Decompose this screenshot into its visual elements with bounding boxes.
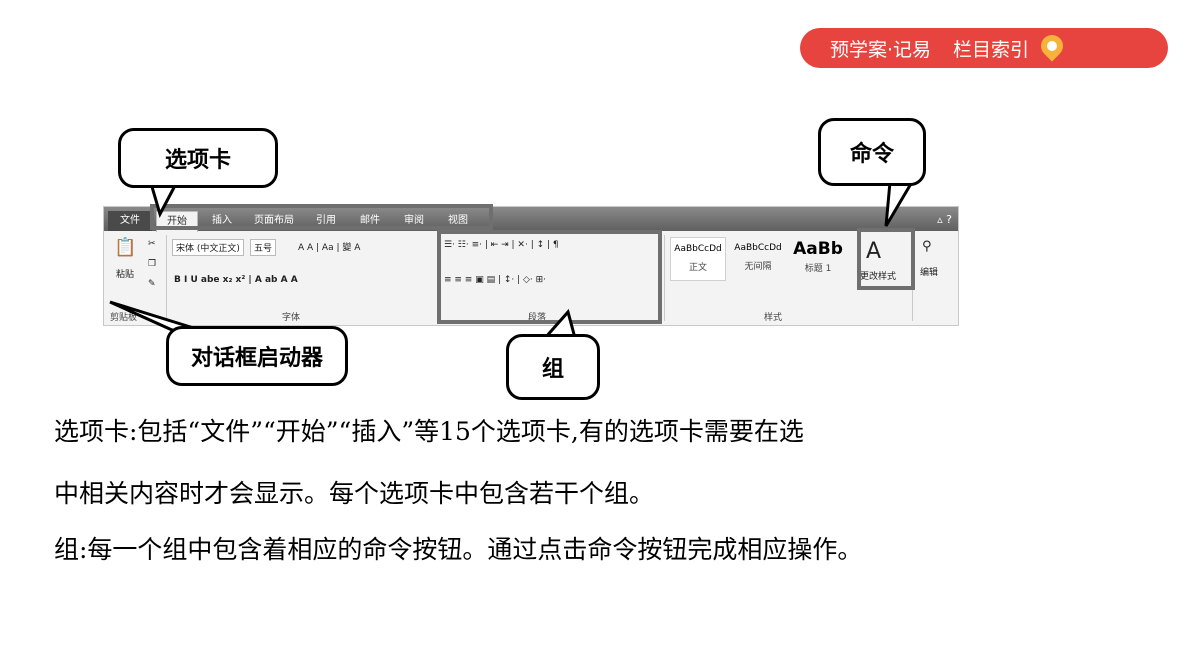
paragraph-line-2: 中相关内容时才会显示。每个选项卡中包含若干个组。 <box>54 479 655 508</box>
style-name: 标题 1 <box>804 264 832 274</box>
tab-references[interactable]: 引用 <box>316 215 336 226</box>
group-highlight-frame <box>437 230 662 324</box>
map-marker-icon[interactable] <box>1036 30 1068 62</box>
font-size-select[interactable]: 五号 <box>250 239 277 256</box>
group-separator <box>664 235 665 321</box>
tab-file[interactable]: 文件 <box>108 211 152 231</box>
font-row1-controls[interactable]: A A | Aa | 變 A <box>298 243 361 253</box>
style-name: 正文 <box>688 263 707 273</box>
paragraph-line-3: 组:每一个组中包含着相应的命令按钮。通过点击命令按钮完成相应操作。 <box>54 535 863 564</box>
paragraph-line-1: 选项卡:包括“文件”“开始”“插入”等15个选项卡,有的选项卡需要在选 <box>54 417 804 446</box>
font-group-label: 字体 <box>282 313 301 323</box>
copy-icon[interactable]: ❐ <box>148 259 157 269</box>
format-painter-icon[interactable]: ✎ <box>148 279 156 289</box>
index-link[interactable]: 栏目索引 <box>953 38 1030 61</box>
style-normal[interactable]: AaBbCcDd 正文 <box>670 237 726 281</box>
tab-review[interactable]: 审阅 <box>404 215 424 226</box>
paragraph-row2-controls[interactable]: ≡ ≡ ≡ ▣ ▤ | ↕· | ◇· ⊞· <box>444 275 547 285</box>
tabs-callout: 选项卡 <box>118 128 278 188</box>
style-heading-1[interactable]: AaBb 标题 1 <box>790 237 846 281</box>
style-sample: AaBbCcDd <box>734 243 782 253</box>
style-no-spacing[interactable]: AaBbCcDd 无间隔 <box>730 237 786 281</box>
editing-button[interactable]: 编辑 <box>920 268 939 278</box>
style-name: 无间隔 <box>744 262 772 272</box>
tab-mailings[interactable]: 邮件 <box>360 215 380 226</box>
help-icon[interactable]: ▵ ? <box>937 213 952 226</box>
change-styles-button[interactable]: 更改样式 <box>860 272 897 282</box>
style-sample: AaBbCcDd <box>674 244 722 254</box>
style-sample: AaBb <box>793 239 843 259</box>
find-icon[interactable]: ⚲ <box>922 239 932 254</box>
dialog-launcher-callout: 对话框启动器 <box>166 326 348 386</box>
paste-icon[interactable]: 📋 <box>114 237 137 258</box>
tab-view[interactable]: 视图 <box>448 215 468 226</box>
section-link[interactable]: 预学案·记易 <box>830 38 932 61</box>
tabs-highlight-frame <box>150 204 493 230</box>
group-callout: 组 <box>506 334 600 400</box>
font-name-select[interactable]: 宋体 (中文正文) <box>172 239 244 256</box>
command-callout: 命令 <box>818 118 926 186</box>
change-styles-icon[interactable]: A <box>866 239 882 264</box>
font-row2-controls[interactable]: B I U abe x₂ x² | A ab A A <box>174 275 298 285</box>
styles-group-label: 样式 <box>764 313 783 323</box>
tab-insert[interactable]: 插入 <box>212 215 232 226</box>
paragraph-row1-controls[interactable]: ☰· ☷· ≡· | ⇤ ⇥ | ✕· | ↕ | ¶ <box>444 240 559 250</box>
paragraph-group-label: 段落 <box>528 313 547 323</box>
group-separator <box>166 235 167 321</box>
nav-pill: 预学案·记易 栏目索引 <box>800 28 1168 68</box>
clipboard-group-label: 剪贴板 <box>110 313 138 323</box>
cut-icon[interactable]: ✂ <box>148 239 156 249</box>
paste-button[interactable]: 粘贴 <box>116 270 135 280</box>
command-highlight-frame <box>857 228 915 290</box>
word-ribbon: 文件 开始 插入 页面布局 引用 邮件 审阅 视图 ▵ ? 📋 粘贴 ✂ ❐ ✎… <box>103 206 959 326</box>
tab-page-layout[interactable]: 页面布局 <box>254 215 294 226</box>
